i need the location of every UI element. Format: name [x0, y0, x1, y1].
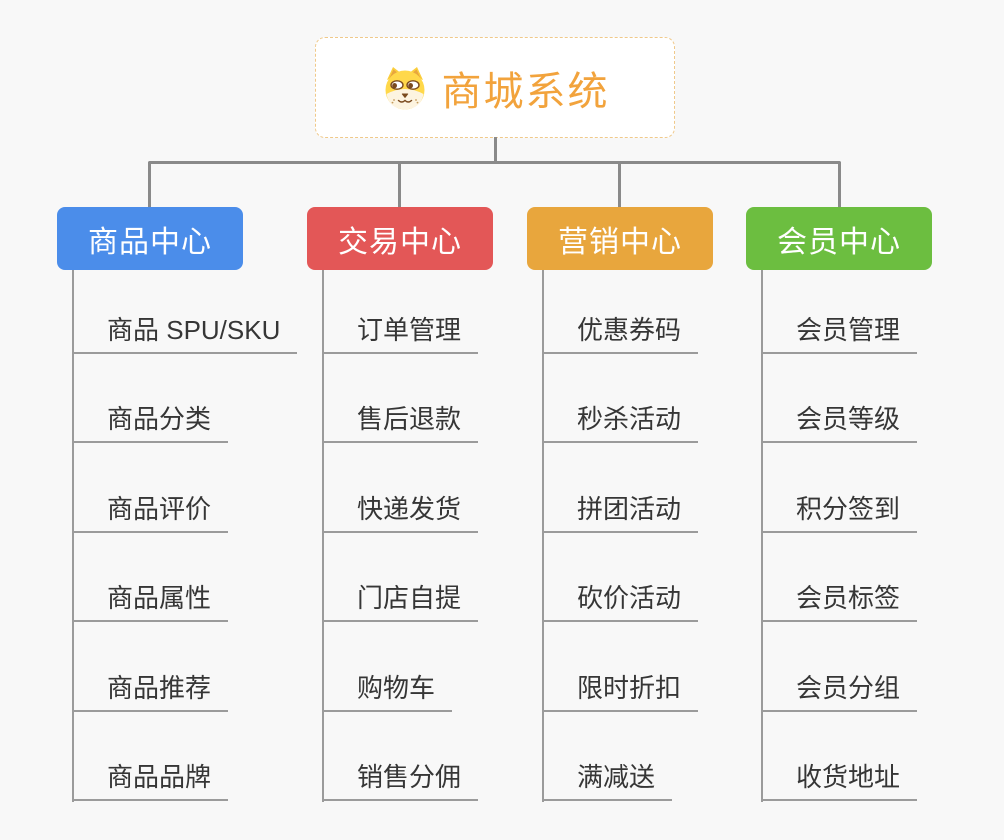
branch-label: 商品中心	[88, 225, 212, 259]
branch-spine-line	[761, 270, 763, 802]
topic-item[interactable]: 拼团活动	[542, 486, 699, 533]
topic-item[interactable]: 商品推荐	[72, 665, 229, 712]
branch-label: 营销中心	[558, 225, 682, 259]
topic-item[interactable]: 会员标签	[761, 575, 918, 622]
shiba-dog-icon	[385, 66, 424, 109]
topic-item[interactable]: 砍价活动	[542, 575, 699, 622]
branch-node-trade-center[interactable]: 交易中心	[307, 207, 493, 270]
branch-node-marketing-center[interactable]: 营销中心	[527, 207, 713, 270]
topic-item[interactable]: 限时折扣	[542, 665, 699, 712]
connector-stub-line	[398, 164, 401, 207]
connector-root-drop-line	[494, 137, 497, 164]
topic-item[interactable]: 商品品牌	[72, 754, 229, 801]
topic-item[interactable]: 会员分组	[761, 665, 918, 712]
topic-item[interactable]: 会员等级	[761, 396, 918, 443]
branch-spine-line	[72, 270, 74, 802]
topic-item[interactable]: 优惠券码	[542, 307, 699, 354]
topic-item[interactable]: 订单管理	[322, 307, 479, 354]
connector-stub-line	[618, 164, 621, 207]
branch-spine-line	[542, 270, 544, 802]
branch-column-trade-center: 交易中心 订单管理 售后退款 快递发货 门店自提 购物车 销售分佣	[307, 0, 493, 840]
topic-item[interactable]: 售后退款	[322, 396, 479, 443]
topic-item[interactable]: 满减送	[542, 754, 673, 801]
topic-item[interactable]: 商品分类	[72, 396, 229, 443]
topic-item[interactable]: 积分签到	[761, 486, 918, 533]
branch-node-product-center[interactable]: 商品中心	[57, 207, 243, 270]
topic-item[interactable]: 会员管理	[761, 307, 918, 354]
topic-item[interactable]: 商品 SPU/SKU	[72, 307, 298, 354]
branch-label: 交易中心	[338, 225, 462, 259]
topic-item[interactable]: 收货地址	[761, 754, 918, 801]
topic-item[interactable]: 商品评价	[72, 486, 229, 533]
topic-item[interactable]: 秒杀活动	[542, 396, 699, 443]
topic-item[interactable]: 商品属性	[72, 575, 229, 622]
branch-label: 会员中心	[777, 225, 901, 259]
root-node[interactable]: 商城系统	[315, 37, 675, 138]
branch-node-member-center[interactable]: 会员中心	[746, 207, 932, 270]
topic-item[interactable]: 门店自提	[322, 575, 479, 622]
root-title: 商城系统	[441, 69, 610, 114]
branch-column-product-center: 商品中心 商品 SPU/SKU 商品分类 商品评价 商品属性 商品推荐 商品品牌	[57, 0, 298, 840]
connector-horizontal-line	[148, 161, 841, 207]
topic-item[interactable]: 销售分佣	[322, 754, 479, 801]
topic-item[interactable]: 购物车	[322, 665, 453, 712]
topic-item[interactable]: 快递发货	[322, 486, 479, 533]
branch-column-marketing-center: 营销中心 优惠券码 秒杀活动 拼团活动 砍价活动 限时折扣 满减送	[527, 0, 713, 840]
branch-spine-line	[322, 270, 324, 802]
branch-column-member-center: 会员中心 会员管理 会员等级 积分签到 会员标签 会员分组 收货地址	[746, 0, 932, 840]
